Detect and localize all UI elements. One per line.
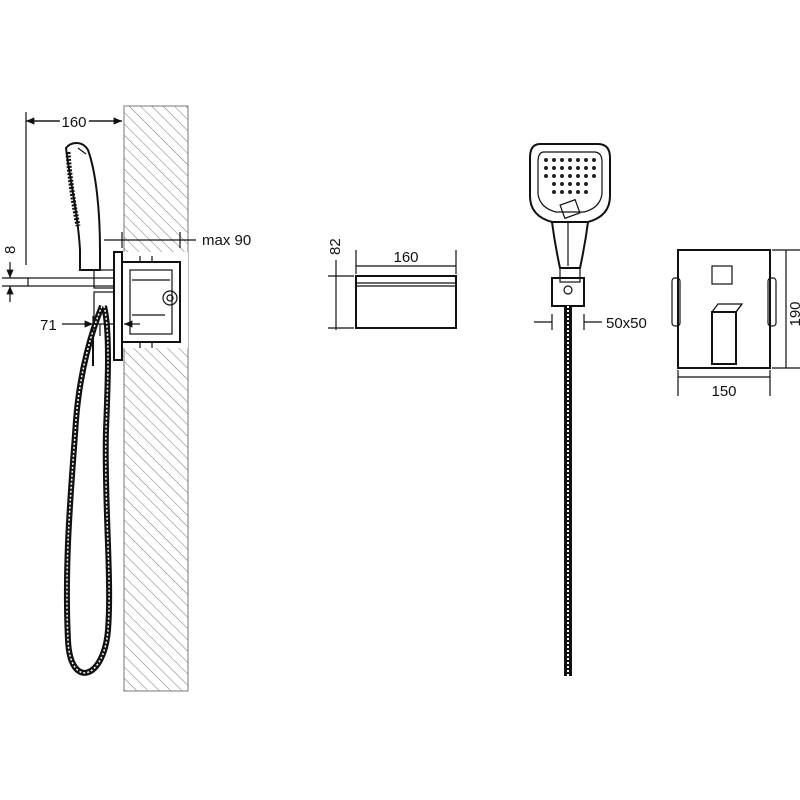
nozzle-dot: [544, 158, 548, 162]
nozzle-dot: [560, 166, 564, 170]
spout-body: [355, 275, 457, 329]
dimension-spout-height: 82: [327, 238, 354, 330]
dimension-outlet-height: 8: [2, 246, 28, 302]
nozzle-dot: [576, 182, 580, 186]
spray-nozzles: [544, 158, 596, 194]
nozzle-dot: [592, 158, 596, 162]
nozzle-dot: [584, 190, 588, 194]
dimension-label: 150: [711, 383, 736, 400]
nozzle-dot: [560, 158, 564, 162]
nozzle-dot: [576, 174, 580, 178]
hand-shower-side: [64, 142, 101, 271]
nozzle-dot: [576, 158, 580, 162]
nozzle-dot: [544, 166, 548, 170]
dimension-plate-height: 190: [772, 249, 800, 369]
shower-hose: [63, 304, 113, 676]
spray-selector-button: [559, 198, 581, 220]
shower-handle: [551, 221, 589, 269]
hand-shower-front-view: 50x50: [529, 143, 647, 676]
dimension-label: 190: [787, 301, 800, 326]
nozzle-dot: [592, 174, 596, 178]
nozzle-dot: [552, 158, 556, 162]
nozzle-dot: [568, 166, 572, 170]
nozzle-dot: [576, 166, 580, 170]
dimension-label: max 90: [202, 232, 251, 249]
nozzle-dot: [576, 190, 580, 194]
nozzle-dot: [568, 174, 572, 178]
mixer-lever: [711, 303, 744, 365]
dimension-label: 160: [393, 249, 418, 266]
side-view-installed: 160 max 90 8 71: [2, 105, 251, 692]
dimension-plate-width: 150: [677, 370, 771, 400]
dimension-mounting-depth: max 90: [104, 232, 251, 249]
shower-holder: [551, 267, 585, 307]
plate-clip-left: [671, 277, 681, 327]
nozzle-dot: [552, 182, 556, 186]
dimension-side-width: 160: [25, 111, 122, 265]
nozzle-dot: [568, 190, 572, 194]
nozzle-dot: [544, 174, 548, 178]
nozzle-dot: [584, 174, 588, 178]
nozzle-dot: [568, 158, 572, 162]
wall-section: [123, 105, 189, 692]
nozzle-dot: [560, 190, 564, 194]
nozzle-dot: [584, 158, 588, 162]
nozzle-dot: [560, 182, 564, 186]
dimension-label: 71: [40, 317, 57, 334]
diverter-button: [711, 265, 733, 285]
nozzle-dot: [552, 174, 556, 178]
nozzle-dot: [552, 190, 556, 194]
cover-plate-front-view: 150 190: [671, 249, 800, 400]
nozzle-dot: [584, 182, 588, 186]
spout-side: [27, 277, 115, 287]
cover-plate: [677, 249, 771, 369]
dimension-holder-size: 50x50: [534, 314, 647, 332]
nozzle-dot: [560, 174, 564, 178]
nozzle-dot: [568, 182, 572, 186]
dimension-spout-width: 160: [355, 249, 457, 274]
dimension-label: 82: [327, 238, 344, 255]
dimension-outlet-projection: 71: [40, 316, 140, 334]
nozzle-dot: [552, 166, 556, 170]
spout-side-view: 160 82: [327, 238, 457, 330]
dimension-label: 8: [2, 246, 19, 254]
plate-clip-right: [767, 277, 777, 327]
dimension-label: 160: [61, 114, 86, 131]
dimension-label: 50x50: [606, 315, 647, 332]
nozzle-dot: [584, 166, 588, 170]
nozzle-dot: [592, 166, 596, 170]
